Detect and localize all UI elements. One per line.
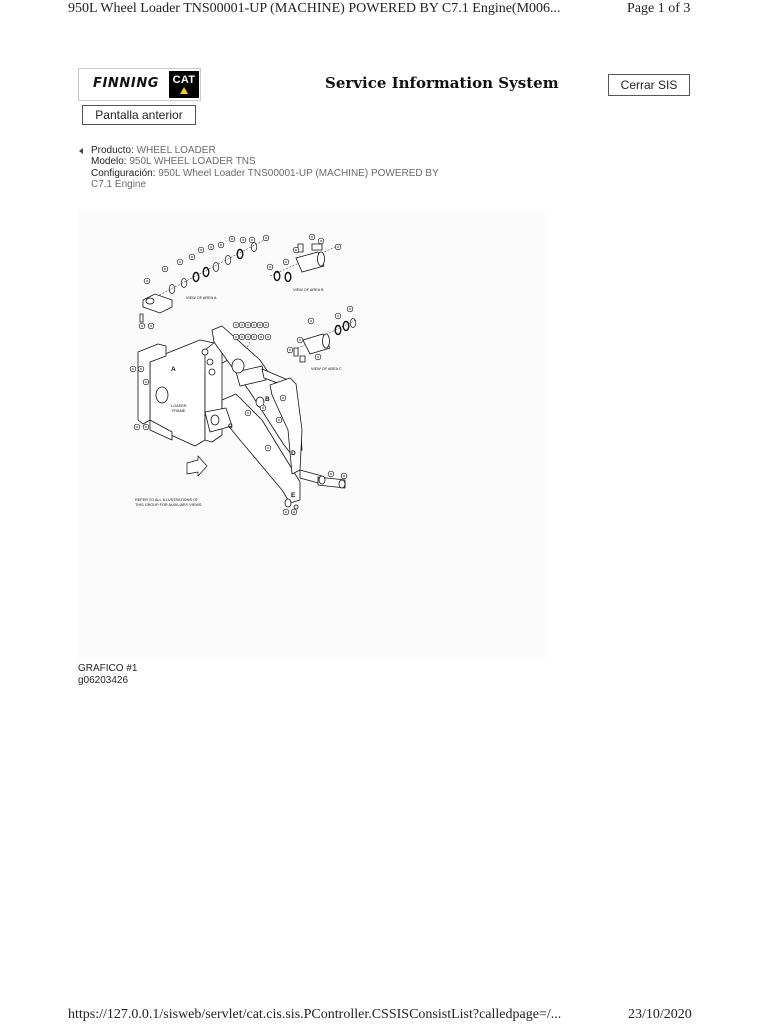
area-c-pin-group bbox=[293, 333, 331, 363]
bolt bbox=[293, 347, 299, 357]
breadcrumb-label: Producto: bbox=[91, 145, 134, 156]
cylinder-boss bbox=[231, 358, 245, 374]
close-sis-button[interactable]: Cerrar SIS bbox=[608, 74, 690, 96]
breadcrumb-configuration: Configuración: 950L Wheel Loader TNS0000… bbox=[91, 168, 457, 191]
pin-end bbox=[322, 333, 330, 349]
loader-frame-assembly bbox=[137, 325, 346, 510]
washer-ring bbox=[236, 248, 244, 260]
pin-boss bbox=[318, 475, 326, 485]
pin-boss bbox=[208, 368, 216, 376]
washer-ring bbox=[250, 242, 258, 252]
bolt bbox=[139, 313, 144, 323]
area-a-pin-group bbox=[139, 293, 173, 323]
pin-body bbox=[295, 251, 325, 273]
area-b-pin-group bbox=[295, 243, 325, 273]
washer-ring bbox=[168, 284, 176, 294]
area-letter-b: B bbox=[265, 396, 270, 403]
frame-bottom-tube bbox=[149, 419, 173, 441]
cat-triangle-icon bbox=[180, 87, 188, 94]
pin-boss bbox=[338, 479, 346, 489]
callout-circles bbox=[129, 233, 354, 516]
view-area-a-label: VIEW OF AREA A bbox=[186, 296, 217, 300]
breadcrumb-product: Producto: WHEEL LOADER bbox=[91, 145, 457, 156]
finning-logo-text: FINNING bbox=[93, 76, 160, 91]
loader-frame-label: FRAME bbox=[172, 409, 186, 413]
pin-boss bbox=[206, 358, 214, 366]
pin-boss bbox=[201, 348, 209, 356]
print-page-number: Page 1 of 3 bbox=[627, 1, 691, 16]
lift-arm-lower bbox=[221, 393, 301, 504]
breadcrumb: Producto: WHEEL LOADER Modelo: 950L WHEE… bbox=[91, 145, 457, 191]
bracket bbox=[311, 243, 323, 251]
washer-ring bbox=[342, 320, 350, 332]
washer-ring bbox=[273, 270, 281, 282]
front-direction-arrow-icon bbox=[186, 455, 208, 477]
pin-end bbox=[317, 251, 325, 267]
graphic-id: g06203426 bbox=[78, 675, 129, 686]
finning-cat-logo: FINNING CAT bbox=[78, 68, 201, 101]
exploded-view-drawing: VIEW OF AREA A VIEW OF AREA B VIEW OF AR… bbox=[129, 233, 357, 516]
view-area-c-label: VIEW OF AREA C bbox=[311, 367, 342, 371]
area-letter-a: A bbox=[171, 366, 176, 373]
washer-ring bbox=[180, 278, 188, 288]
print-footer-date: 23/10/2020 bbox=[628, 1007, 692, 1022]
cat-logo-text: CAT bbox=[172, 74, 196, 86]
breadcrumb-label: Configuración: bbox=[91, 167, 156, 179]
frame-left-plate bbox=[137, 343, 167, 425]
system-title: Service Information System bbox=[325, 74, 559, 92]
area-letter-e: E bbox=[291, 492, 296, 499]
washer-ring bbox=[212, 262, 220, 272]
breadcrumb-label: Modelo: bbox=[91, 156, 127, 168]
pin-boss bbox=[255, 396, 265, 408]
washer-ring bbox=[284, 271, 292, 283]
area-letter-d: D bbox=[291, 450, 296, 457]
view-area-b-label: VIEW OF AREA B bbox=[293, 288, 324, 292]
area-letter-c: C bbox=[228, 423, 233, 430]
auxiliary-views-note: THIS GROUP FOR AUXILIARY VIEWS bbox=[135, 503, 202, 507]
washer-rings bbox=[168, 242, 357, 336]
washer-ring bbox=[192, 271, 200, 283]
chevron-left-icon[interactable] bbox=[79, 148, 83, 154]
graphic-number: GRAFICO #1 bbox=[78, 663, 138, 674]
area-letters: A B C D E bbox=[171, 366, 296, 499]
figure-caption: GRAFICO #1 g06203426 bbox=[78, 663, 137, 687]
washer-ring bbox=[334, 324, 342, 336]
pin-end bbox=[145, 297, 155, 305]
previous-screen-button[interactable]: Pantalla anterior bbox=[82, 105, 196, 125]
print-header-title: 950L Wheel Loader TNS00001-UP (MACHINE) … bbox=[68, 1, 561, 16]
auxiliary-views-note: REFER TO ALL ILLUSTRATIONS OF bbox=[135, 498, 199, 502]
breadcrumb-value: WHEEL LOADER bbox=[136, 145, 216, 156]
drawing-labels: VIEW OF AREA A VIEW OF AREA B VIEW OF AR… bbox=[135, 288, 342, 507]
pin-boss bbox=[293, 504, 299, 510]
cat-logo: CAT bbox=[169, 71, 199, 98]
tilt-cylinder-body bbox=[235, 365, 267, 387]
pin-boss bbox=[210, 414, 220, 426]
breadcrumb-model: Modelo: 950L WHEEL LOADER TNS bbox=[91, 156, 457, 167]
hinge-boss bbox=[155, 386, 169, 404]
parts-illustration: VIEW OF AREA A VIEW OF AREA B VIEW OF AR… bbox=[78, 210, 545, 660]
breadcrumb-value: 950L Wheel Loader TNS00001-UP (MACHINE) … bbox=[91, 167, 439, 191]
print-footer-url: https://127.0.0.1/sisweb/servlet/cat.cis… bbox=[68, 1007, 562, 1022]
washer-ring bbox=[349, 318, 357, 328]
breadcrumb-value: 950L WHEEL LOADER TNS bbox=[129, 156, 256, 168]
washer-ring bbox=[202, 266, 210, 278]
pin-boss bbox=[284, 498, 292, 508]
bolt bbox=[299, 355, 306, 363]
loader-frame-label: LOADER bbox=[171, 404, 187, 408]
washer-ring bbox=[224, 255, 232, 265]
